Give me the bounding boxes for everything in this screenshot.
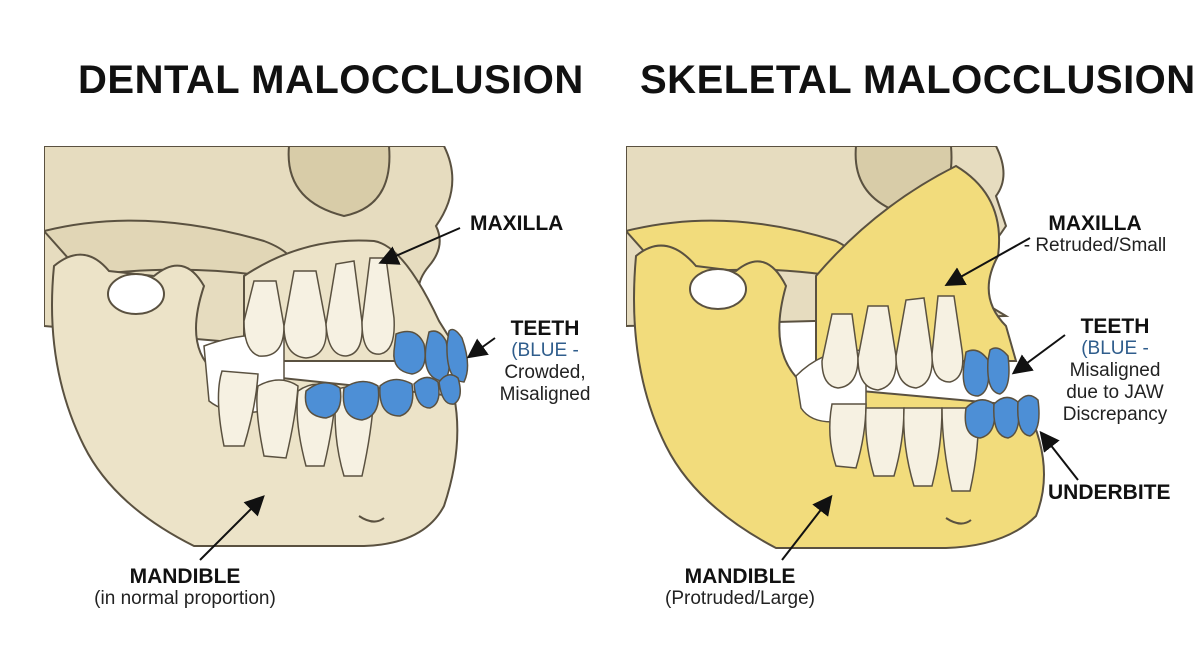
- lower-teeth-left: [217, 370, 461, 477]
- teeth-note-line-2: Misaligned: [499, 384, 591, 405]
- lower-teeth-right: [829, 394, 1040, 492]
- teeth-note-line-3: Discrepancy: [1062, 404, 1168, 425]
- mandible-label-left: MANDIBLE (in normal proportion): [60, 566, 310, 610]
- upper-teeth-left: [243, 257, 469, 383]
- teeth-note-line-2: due to JAW: [1066, 382, 1164, 403]
- teeth-label-text: TEETH: [1080, 315, 1150, 338]
- skeletal-malocclusion-illustration: [626, 146, 1196, 554]
- maxilla-note: - Retruded/Small: [1023, 235, 1167, 256]
- mandible-label-right: MANDIBLE (Protruded/Large): [630, 566, 850, 610]
- chin-mark: [945, 517, 972, 525]
- underbite-label: UNDERBITE: [1048, 482, 1171, 505]
- skull-illustration-right: [626, 146, 1045, 549]
- mandible-note: (in normal proportion): [94, 588, 276, 609]
- skull-illustration-left: [44, 146, 469, 547]
- skeletal-malocclusion-title: SKELETAL MALOCCLUSION: [640, 58, 1196, 102]
- maxilla-label-text: MAXILLA: [1048, 212, 1142, 235]
- teeth-note-blue: (BLUE -: [1081, 338, 1149, 359]
- maxilla-label-right: MAXILLA - Retruded/Small: [1010, 213, 1180, 257]
- teeth-note-blue: (BLUE -: [511, 340, 579, 361]
- teeth-label-right: TEETH (BLUE - Misaligned due to JAW Disc…: [1045, 316, 1185, 426]
- mandible-note: (Protruded/Large): [665, 588, 815, 609]
- mandible-label-text: MANDIBLE: [684, 565, 796, 588]
- underbite-label-text: UNDERBITE: [1048, 481, 1171, 504]
- chin-mark: [358, 515, 385, 523]
- teeth-label-text: TEETH: [510, 317, 580, 340]
- mandible-label-text: MANDIBLE: [129, 565, 241, 588]
- dental-malocclusion-title: DENTAL MALOCCLUSION: [78, 58, 584, 102]
- teeth-label-left: TEETH (BLUE - Crowded, Misaligned: [480, 318, 610, 406]
- teeth-note-line-1: Crowded,: [504, 362, 586, 383]
- condyle-fossa: [689, 268, 747, 310]
- maxilla-bone: [815, 164, 1018, 362]
- teeth-note-line-1: Misaligned: [1069, 360, 1161, 381]
- dental-malocclusion-illustration: [44, 146, 614, 554]
- maxilla-label-text: MAXILLA: [470, 212, 564, 235]
- upper-teeth-right: [821, 295, 1010, 397]
- condyle-fossa: [107, 273, 165, 315]
- eye-socket: [287, 146, 391, 218]
- maxilla-label-left: MAXILLA: [470, 213, 563, 236]
